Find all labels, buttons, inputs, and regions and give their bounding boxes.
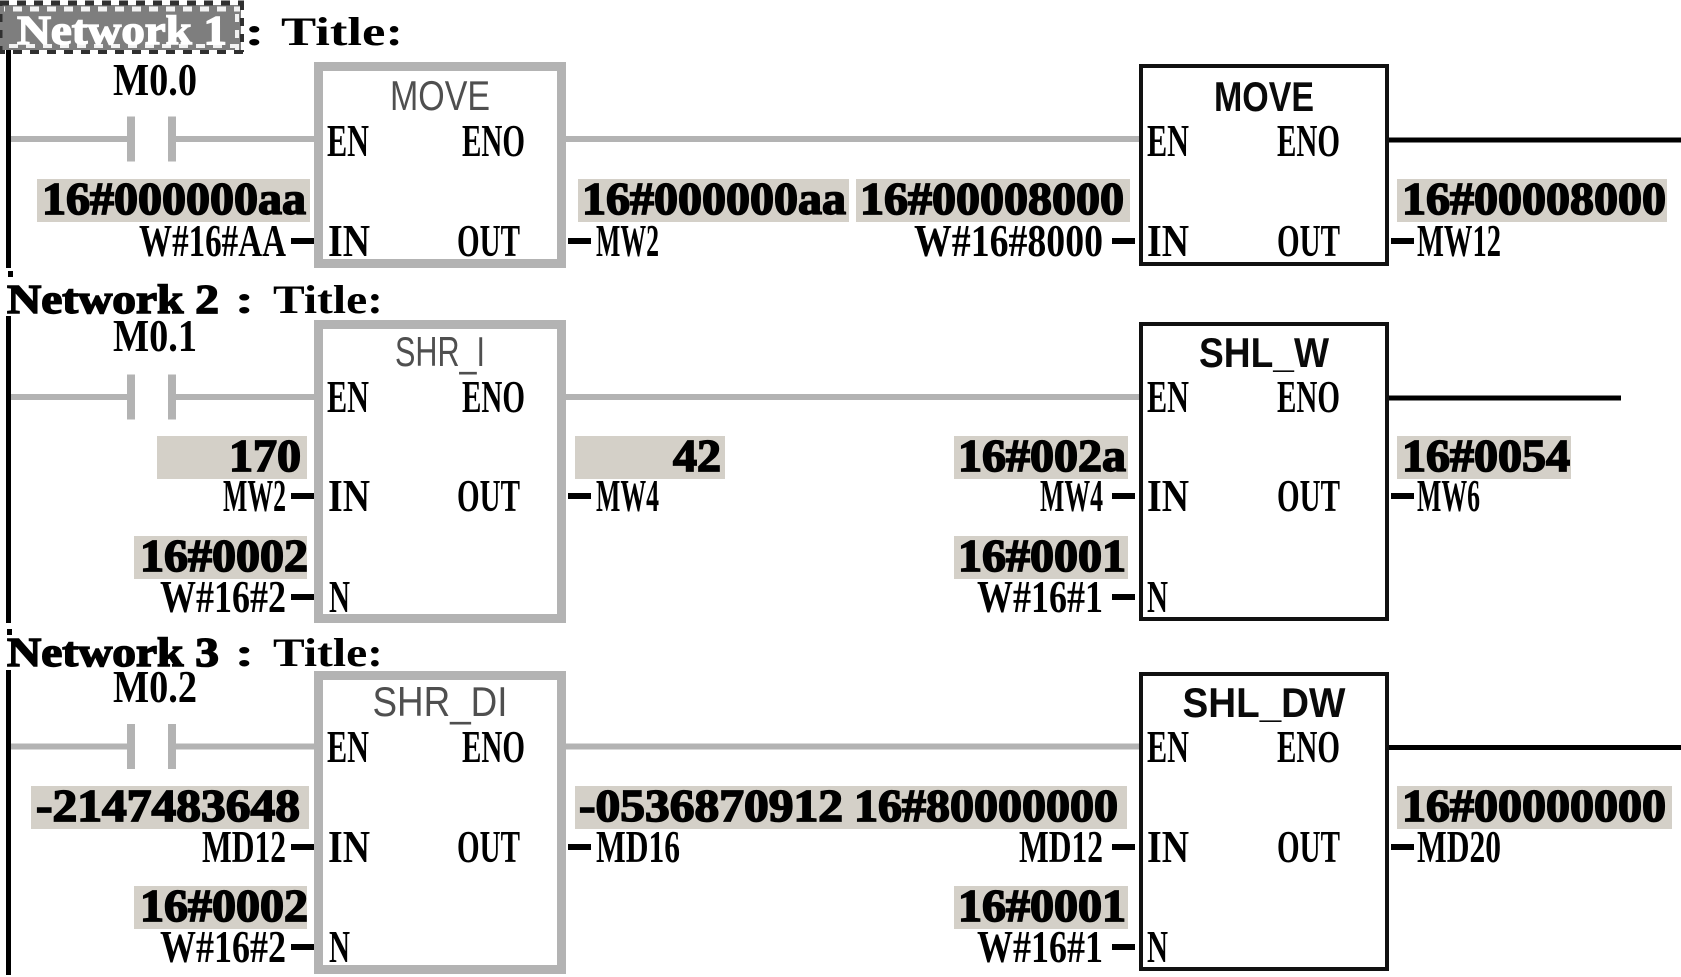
svg-text:MW12: MW12 [1417,215,1501,266]
svg-text:16#0054: 16#0054 [1402,430,1570,481]
svg-text:N: N [329,921,350,972]
svg-text:16#000000aa: 16#000000aa [582,173,846,224]
svg-text::: : [234,277,255,322]
svg-text:OUT: OUT [1277,821,1340,872]
svg-text::: : [234,630,255,675]
svg-text:16#0001: 16#0001 [958,880,1126,931]
svg-text:EN: EN [327,371,369,422]
svg-text:SHL_W: SHL_W [1199,329,1329,376]
svg-text:M0.2: M0.2 [113,661,197,712]
svg-text:W#16#1: W#16#1 [977,571,1103,622]
svg-text::: : [244,9,265,54]
svg-text:16#80000000: 16#80000000 [854,780,1118,831]
svg-text:ENO: ENO [462,371,525,422]
svg-text:N: N [1147,571,1168,622]
svg-text:16#00000000: 16#00000000 [1402,780,1666,831]
svg-text:IN: IN [1147,470,1189,521]
svg-text:16#0001: 16#0001 [958,530,1126,581]
svg-text:MW6: MW6 [1417,470,1480,521]
svg-text:SHR_DI: SHR_DI [373,678,508,725]
svg-text:M0.0: M0.0 [113,54,197,105]
svg-text:ENO: ENO [462,115,525,166]
svg-text:ENO: ENO [462,721,525,772]
svg-text:MD20: MD20 [1417,821,1501,872]
svg-text:EN: EN [1147,115,1189,166]
svg-text:IN: IN [328,470,370,521]
svg-text:IN: IN [1147,215,1189,266]
svg-text:OUT: OUT [457,470,520,521]
svg-text:MOVE: MOVE [390,72,490,119]
svg-text:MW4: MW4 [596,470,659,521]
svg-text:W#16#1: W#16#1 [977,921,1103,972]
svg-text:SHL_DW: SHL_DW [1183,679,1346,726]
svg-text:SHR_I: SHR_I [395,328,485,375]
svg-text:OUT: OUT [1277,470,1340,521]
svg-text:-2147483648: -2147483648 [36,780,300,831]
svg-text:MD12: MD12 [202,821,286,872]
svg-text:16#0002: 16#0002 [140,530,308,581]
svg-text:IN: IN [328,215,370,266]
svg-text:ENO: ENO [1277,371,1340,422]
svg-text:W#16#8000: W#16#8000 [914,215,1103,266]
svg-text:MOVE: MOVE [1214,73,1314,120]
svg-text:-0536870912: -0536870912 [579,780,843,831]
svg-text:M0.1: M0.1 [113,310,197,361]
svg-text:16#0002: 16#0002 [140,880,308,931]
svg-text:IN: IN [1147,821,1189,872]
svg-text:EN: EN [327,721,369,772]
svg-text:EN: EN [1147,371,1189,422]
svg-text:16#00008000: 16#00008000 [1402,173,1666,224]
svg-text:16#000000aa: 16#000000aa [42,173,306,224]
svg-text:W#16#2: W#16#2 [160,571,286,622]
svg-text:MD12: MD12 [1019,821,1103,872]
svg-text:Title:: Title: [273,277,383,322]
svg-text:ENO: ENO [1277,721,1340,772]
svg-text:170: 170 [229,430,301,481]
svg-text:N: N [1147,921,1168,972]
svg-text:OUT: OUT [457,215,520,266]
svg-text:EN: EN [1147,721,1189,772]
svg-text:Network 2: Network 2 [7,276,219,322]
svg-text:42: 42 [673,430,721,481]
svg-text:IN: IN [328,821,370,872]
svg-text:ENO: ENO [1277,115,1340,166]
svg-text:N: N [329,571,350,622]
svg-text:Title:: Title: [273,630,383,675]
svg-text:EN: EN [327,115,369,166]
svg-text:16#00008000: 16#00008000 [860,173,1124,224]
svg-text:Network 3: Network 3 [7,629,219,675]
svg-text:W#16#AA: W#16#AA [139,215,286,266]
svg-text:MW4: MW4 [1040,470,1103,521]
svg-text:MD16: MD16 [596,821,680,872]
svg-text:OUT: OUT [1277,215,1340,266]
svg-text:Network 1: Network 1 [17,7,227,53]
svg-text:W#16#2: W#16#2 [160,921,286,972]
svg-text:MW2: MW2 [223,470,286,521]
svg-text:Title:: Title: [281,9,403,54]
svg-text:16#002a: 16#002a [958,430,1126,481]
svg-text:OUT: OUT [457,821,520,872]
svg-text:MW2: MW2 [596,215,659,266]
